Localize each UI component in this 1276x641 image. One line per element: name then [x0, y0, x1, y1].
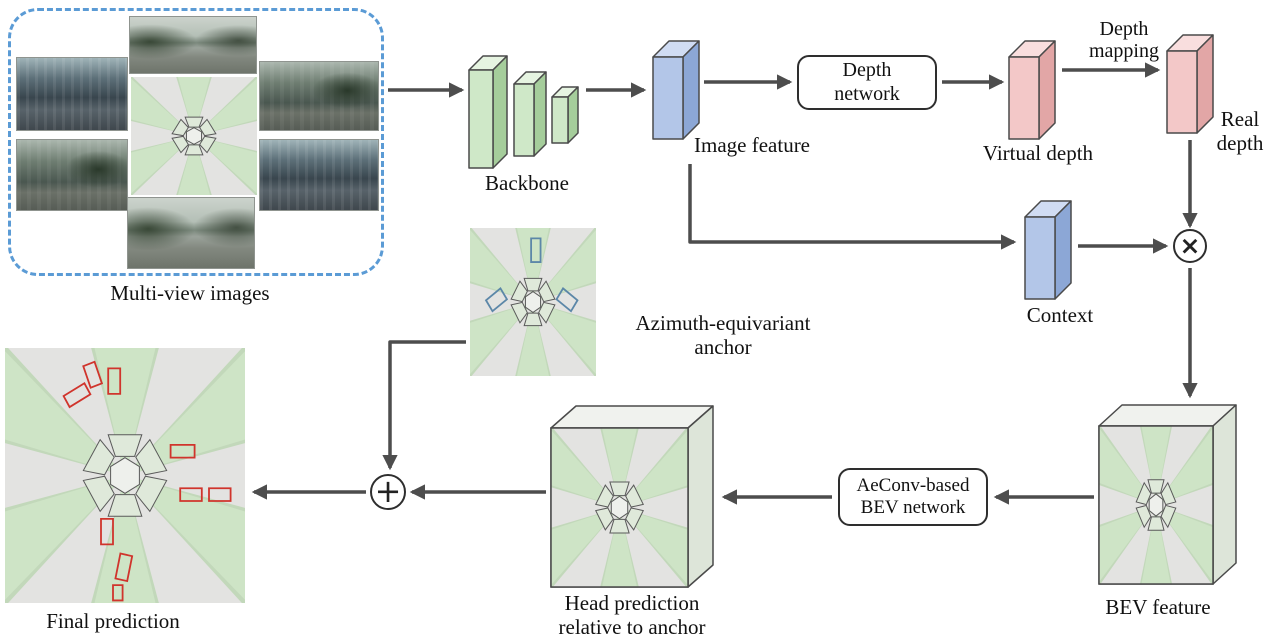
camera-image-back-right — [259, 139, 379, 211]
image-feature-label: Image feature — [694, 133, 811, 157]
azimuth-anchor-line2: anchor — [694, 334, 752, 359]
depth-mapping-line2: mapping — [1089, 40, 1159, 63]
final-prediction-label: Final prediction — [46, 609, 180, 633]
backbone-blocks — [468, 55, 579, 169]
bev-network-label-line1: AeConv-based — [856, 474, 970, 496]
multiview-label: Multi-view images — [110, 281, 270, 305]
add-node: + — [370, 471, 406, 510]
camera-image-back — [127, 197, 255, 269]
bev-network-label-line2: BEV network — [860, 497, 966, 518]
depth-network-label-line1: Depth — [842, 58, 892, 81]
add-symbol: + — [374, 471, 402, 510]
ego-vehicle-diagram — [131, 77, 257, 195]
head-prediction-line2: relative to anchor — [558, 614, 706, 639]
head-prediction-line1: Head prediction — [564, 591, 700, 615]
depth-network-box: Depth network — [797, 55, 937, 110]
camera-image-front-left — [16, 57, 128, 131]
head-prediction-label: Head prediction relative to anchor — [512, 591, 752, 639]
real-depth-line2: depth — [1216, 130, 1264, 155]
bev-network-box: AeConv-based BEV network — [838, 468, 988, 526]
camera-image-front-right — [259, 61, 379, 131]
azimuth-anchor-line1: Azimuth-equivariant — [635, 311, 811, 335]
context-block — [1024, 200, 1072, 300]
real-depth-line1: Real — [1220, 107, 1260, 131]
anchor-boxes — [486, 238, 578, 311]
camera-image-back-left — [16, 139, 128, 211]
predicted-boxes — [64, 362, 231, 601]
context-label: Context — [1026, 303, 1094, 327]
final-prediction-panel — [5, 348, 245, 603]
azimuth-anchor-panel — [470, 228, 596, 376]
virtual-depth-label: Virtual depth — [982, 141, 1094, 165]
backbone-label: Backbone — [485, 171, 569, 195]
multi-view-images-panel — [8, 8, 384, 276]
multiply-node: × — [1173, 229, 1207, 263]
depth-mapping-label: Depth mapping — [1070, 18, 1178, 63]
image-feature-block — [652, 40, 700, 140]
camera-image-front — [129, 16, 257, 74]
multiply-symbol: × — [1179, 231, 1201, 260]
virtual-depth-block — [1008, 40, 1056, 140]
head-prediction-cube — [550, 405, 714, 588]
arrow-anchor-to-add — [382, 340, 466, 471]
real-depth-block — [1166, 34, 1214, 134]
depth-mapping-line1: Depth — [1099, 18, 1149, 40]
bev-feature-label: BEV feature — [1105, 595, 1211, 619]
depth-network-label-line2: network — [834, 82, 900, 105]
bev-feature-cube — [1098, 404, 1237, 585]
arrow-imagefeature-to-context — [688, 164, 1017, 250]
azimuth-anchor-label: Azimuth-equivariant anchor — [598, 311, 848, 359]
real-depth-label: Real depth — [1204, 107, 1276, 155]
